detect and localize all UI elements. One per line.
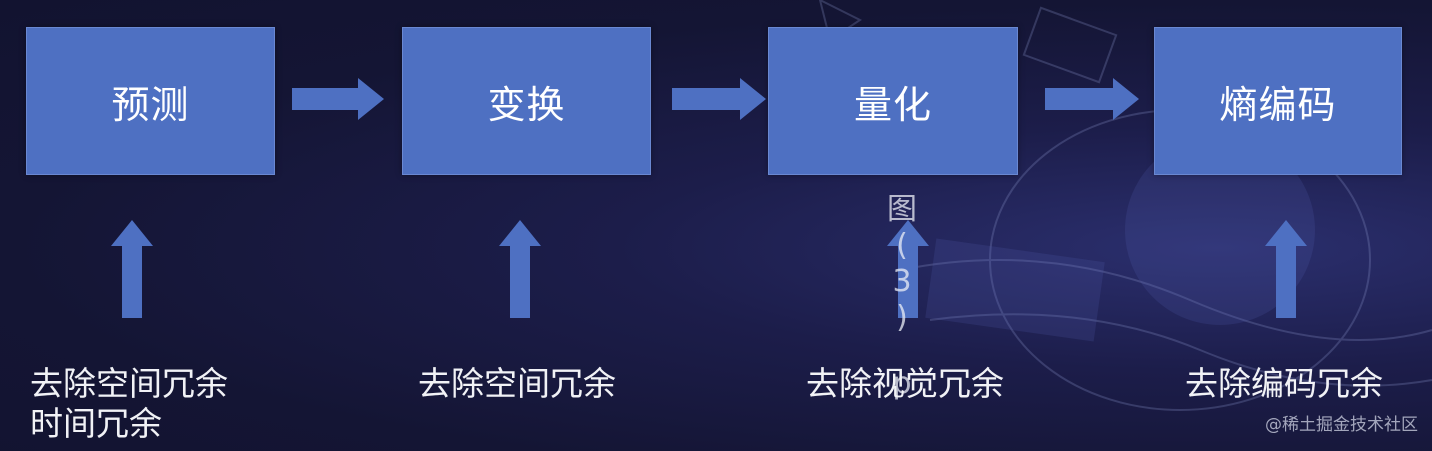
caption-transform: 去除空间冗余 <box>418 364 616 404</box>
caption-entropy-coding: 去除编码冗余 <box>1185 364 1383 404</box>
fragment-char: ( <box>896 228 908 263</box>
caption-line: 去除空间冗余 <box>30 364 228 403</box>
caption-predict: 去除空间冗余 时间冗余 <box>30 364 228 444</box>
step-label: 量化 <box>853 82 932 127</box>
step-label: 变换 <box>487 82 566 127</box>
caption-line: 去除视觉冗余 <box>806 364 1004 403</box>
step-box-quantize: 量化 <box>768 27 1018 175</box>
step-box-entropy-coding: 熵编码 <box>1154 27 1402 175</box>
fragment-char: p <box>892 366 912 401</box>
arrow-right-icon <box>672 78 766 120</box>
arrow-up-icon <box>1265 220 1307 318</box>
fragment-char: 3 <box>892 264 912 299</box>
watermark: @稀土掘金技术社区 <box>1265 415 1418 435</box>
arrow-right-icon <box>1045 78 1139 120</box>
caption-line: 去除空间冗余 <box>418 364 616 403</box>
background-fragment-text: 图 ( 3 ) p <box>884 192 920 402</box>
step-box-transform: 变换 <box>402 27 651 175</box>
step-label: 预测 <box>111 82 190 127</box>
caption-line: 去除编码冗余 <box>1185 364 1383 403</box>
caption-line: 时间冗余 <box>30 404 162 443</box>
fragment-char: ) <box>896 300 908 335</box>
step-box-predict: 预测 <box>26 27 275 175</box>
arrow-up-icon <box>111 220 153 318</box>
arrow-right-icon <box>292 78 384 120</box>
arrow-up-icon <box>499 220 541 318</box>
caption-quantize: 去除视觉冗余 <box>806 364 1004 404</box>
arrow-up-icon <box>887 220 929 318</box>
fragment-char: 图 <box>887 192 917 227</box>
step-label: 熵编码 <box>1219 82 1337 127</box>
